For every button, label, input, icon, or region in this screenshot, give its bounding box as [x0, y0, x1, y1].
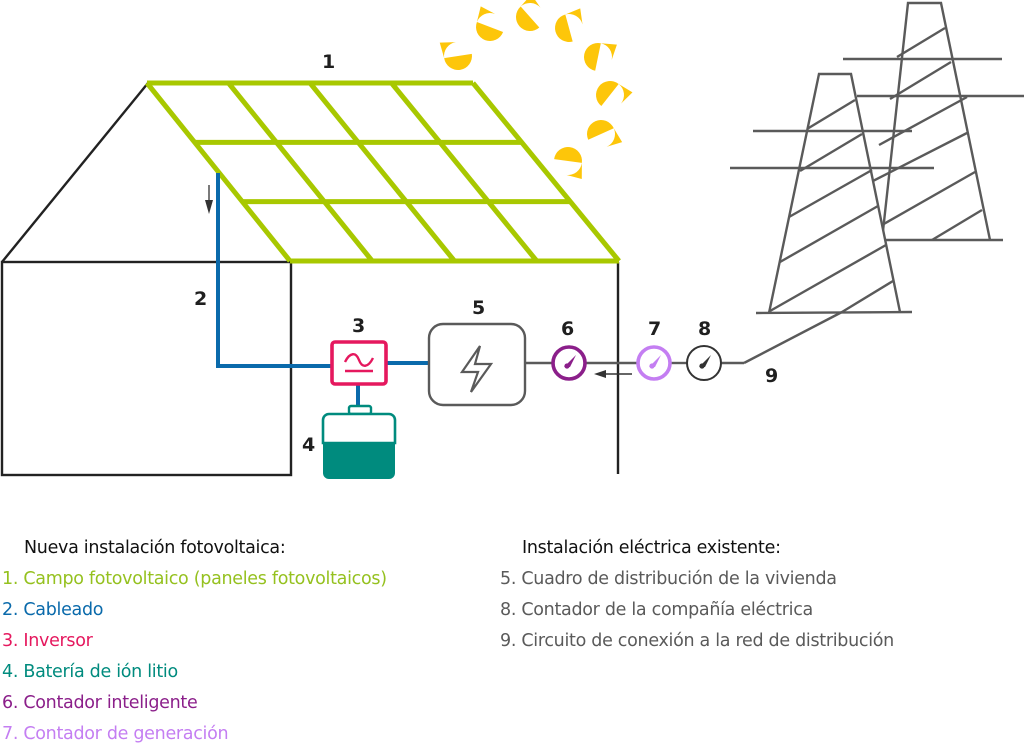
sun-ray-icon	[587, 120, 623, 147]
label-3: 3	[352, 315, 365, 337]
legend-new-title: Nueva instalación fotovoltaica:	[24, 538, 286, 558]
legend-item: 8. Contador de la compañía eléctrica	[500, 600, 813, 620]
legend-item: 4. Batería de ión litio	[2, 662, 178, 682]
label-2: 2	[194, 288, 207, 310]
solar-panel-field	[145, 80, 621, 264]
sun-ray-icon	[596, 81, 633, 106]
label-1: 1	[322, 51, 335, 73]
sun-ray-icon	[555, 8, 583, 42]
sun-ray-icon	[554, 147, 582, 179]
panel-column-line	[308, 81, 457, 263]
legend-existing-installation: Instalación eléctrica existente: 5. Cuad…	[500, 533, 894, 657]
grid-connection-line	[525, 310, 843, 365]
sun-ray-icon	[516, 0, 541, 31]
panel-column-line	[389, 81, 539, 263]
legend-new-installation: Nueva instalación fotovoltaica: 1. Campo…	[2, 533, 387, 750]
utility-meter-icon	[686, 345, 722, 381]
down-arrow-icon	[205, 185, 213, 214]
label-6: 6	[561, 318, 574, 340]
sun-ray-icon	[476, 6, 504, 41]
inverter-icon	[330, 340, 388, 386]
label-9: 9	[765, 365, 778, 387]
label-8: 8	[698, 318, 711, 340]
legend-item: 9. Circuito de conexión a la red de dist…	[500, 631, 894, 651]
panel-column-line	[145, 81, 292, 263]
sun-ray-icon	[439, 42, 472, 70]
legend-item: 7. Contador de generación	[2, 724, 229, 744]
power-pylons-icon	[730, 1, 1024, 315]
legend-item: 2. Cableado	[2, 600, 104, 620]
legend-item: 6. Contador inteligente	[2, 693, 198, 713]
panel-column-line	[226, 81, 375, 263]
generation-meter-icon	[636, 345, 672, 381]
distribution-board-icon	[427, 322, 527, 407]
smart-meter-icon	[551, 345, 587, 381]
label-7: 7	[648, 318, 661, 340]
sun-ray-icon	[584, 43, 617, 71]
pv-installation-diagram: 1 2 3 4 5 6 7 8 9	[0, 0, 1024, 479]
label-4: 4	[302, 434, 315, 456]
legend-item: 3. Inversor	[2, 631, 93, 651]
left-arrow-icon	[594, 370, 632, 378]
legend-item: 1. Campo fotovoltaico (paneles fotovolta…	[2, 569, 387, 589]
panel-column-line	[471, 81, 621, 263]
label-5: 5	[472, 297, 485, 319]
house-outline	[0, 82, 620, 477]
wiring	[216, 173, 428, 406]
legend-existing-title: Instalación eléctrica existente:	[522, 538, 781, 558]
legend-item: 5. Cuadro de distribución de la vivienda	[500, 569, 837, 589]
sun-icon	[439, 0, 633, 179]
battery-icon	[321, 404, 397, 479]
